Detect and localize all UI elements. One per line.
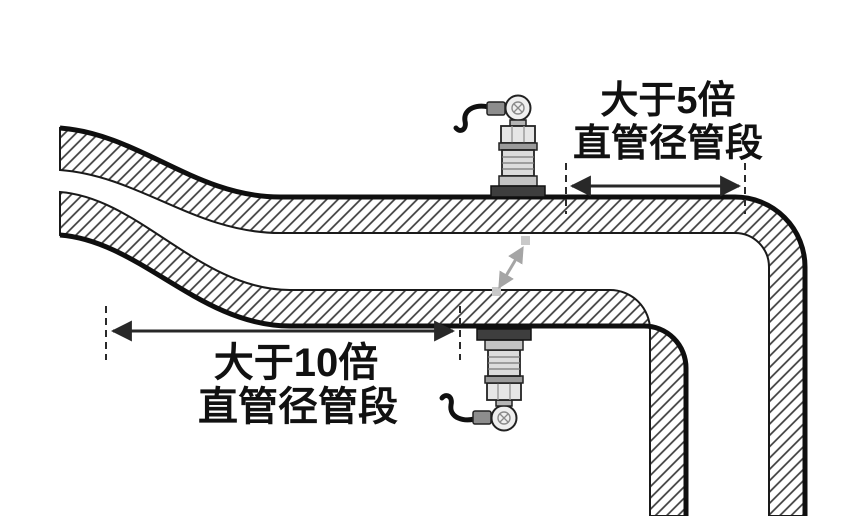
downstream-dimension: 大于5倍 直管径管段 xyxy=(565,80,763,214)
downstream-label-line1: 大于5倍 xyxy=(600,80,735,122)
signal-path-arrow xyxy=(492,236,530,296)
downstream-label-line2: 直管径管段 xyxy=(573,123,763,165)
upstream-label-line2: 直管径管段 xyxy=(198,385,398,429)
upstream-extension-lines xyxy=(105,306,461,360)
upstream-dimension: 大于10倍 直管径管段 xyxy=(105,306,461,429)
downstream-extension-lines xyxy=(565,163,746,214)
lower-transducer xyxy=(442,329,531,431)
upper-transducer xyxy=(456,96,545,198)
pipe-outline-top xyxy=(59,125,808,516)
signal-endpoint-square xyxy=(521,236,530,245)
signal-endpoint-square xyxy=(492,287,501,296)
upstream-label-line1: 大于10倍 xyxy=(214,341,379,385)
